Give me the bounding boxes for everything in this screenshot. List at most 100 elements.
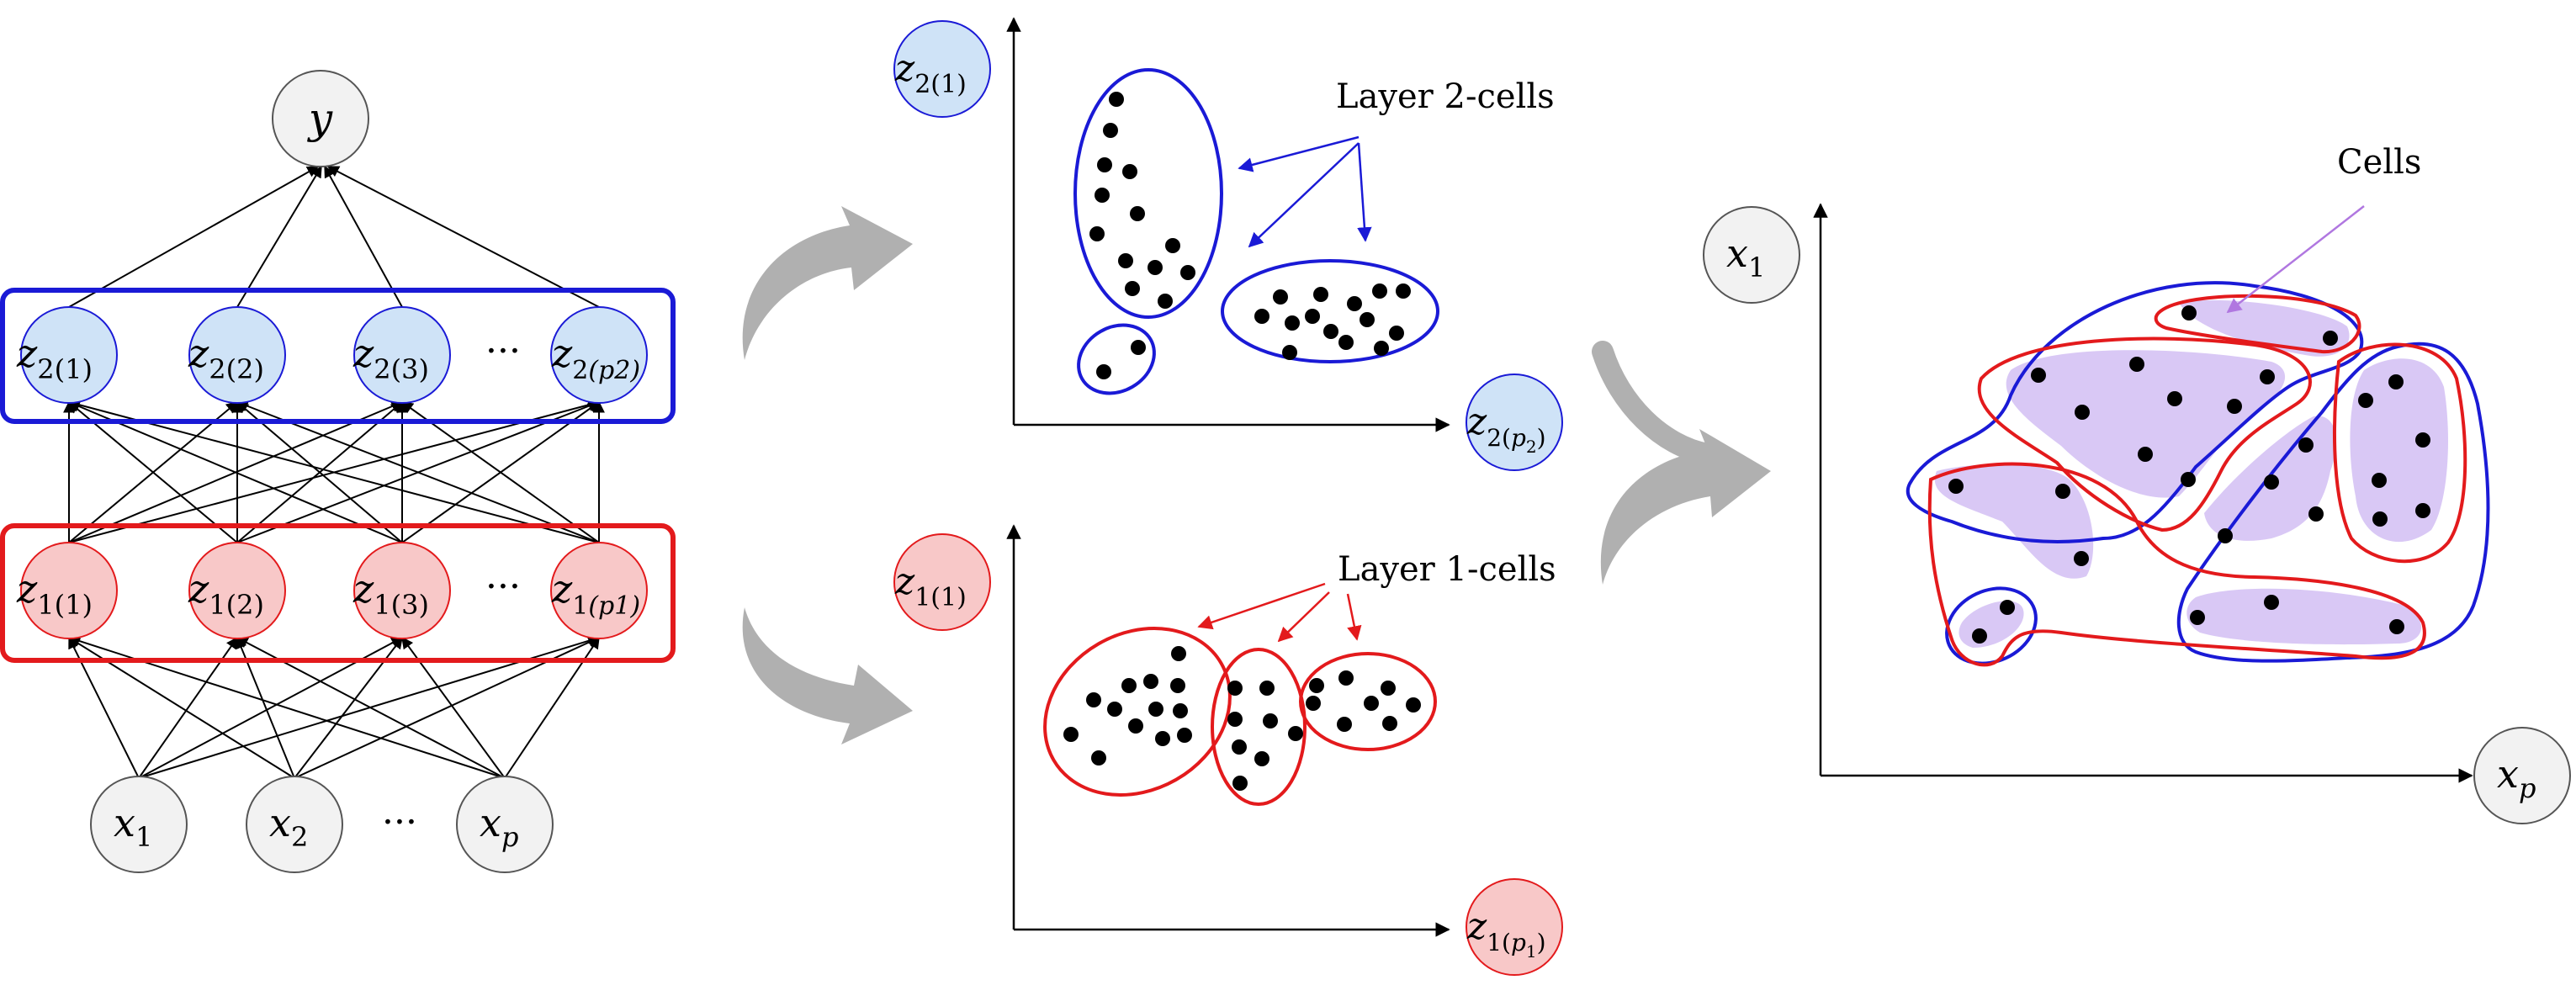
layer1-node-2-base: z xyxy=(188,566,209,612)
neural-network: y z2(1) z2(2) z2(3) ··· z2(p2) xyxy=(0,70,676,873)
svg-text:z2(1): z2(1) xyxy=(16,331,93,385)
layer1-node-2: z1(2) xyxy=(188,542,286,639)
combined-points xyxy=(1948,305,2430,644)
layer2-to-output-edges xyxy=(68,165,600,308)
svg-text:z2(3): z2(3) xyxy=(352,331,429,385)
layer2-box xyxy=(0,288,676,424)
layer2-node-2: z2(2) xyxy=(188,306,286,404)
layer2-node-1: z2(1) xyxy=(16,306,118,404)
layer2-node-p2-base: z xyxy=(551,331,573,376)
cell-left xyxy=(1934,464,2094,579)
layer1-to-layer2-edges xyxy=(63,399,605,543)
layer2-region-right xyxy=(2176,342,2490,663)
layer2-ellipsis: ··· xyxy=(485,330,521,373)
layer2-node-p2-sub: 2 xyxy=(572,356,588,385)
layer2-cell-left xyxy=(1073,68,1223,319)
input-node-x1: x1 xyxy=(90,776,188,873)
layer1-box xyxy=(0,523,676,663)
layer2-node-3-index: (3) xyxy=(391,353,429,385)
layer1-region-lower xyxy=(1927,462,2426,667)
combined-y-axis-node: x1 xyxy=(1703,206,1800,304)
svg-text:z1(1): z1(1) xyxy=(16,566,93,621)
layer2-node-1-sub: 2 xyxy=(37,353,54,385)
layer2-cell-small xyxy=(1077,323,1156,395)
svg-text:x1: x1 xyxy=(114,800,152,853)
layer1-node-p1: z1(p1) xyxy=(550,542,648,639)
combined-layer1-outlines xyxy=(1927,294,2467,667)
layer1-cell-middle xyxy=(1211,648,1307,806)
layer2-cell-right xyxy=(1221,259,1439,363)
cell-right xyxy=(2350,358,2448,543)
combined-x-axis-node: xp xyxy=(2473,727,2571,824)
layer2-x-axis-node: z2(p2) xyxy=(1466,374,1563,471)
layer1-node-1-base: z xyxy=(16,566,38,612)
transition-arrows xyxy=(742,206,1771,744)
input-node-x2: x2 xyxy=(246,776,343,873)
layer1-points xyxy=(1063,646,1421,791)
layer1-node-3-sub: 1 xyxy=(374,589,390,621)
svg-text:z2(2): z2(2) xyxy=(188,331,264,385)
input-ellipsis: ··· xyxy=(382,801,417,844)
layer1-annotation-arrows xyxy=(1197,582,1362,643)
arrow-to-layer2-plot xyxy=(742,206,913,360)
layer1-node-p1-sub: 1 xyxy=(572,591,588,621)
layer2-points xyxy=(1089,92,1411,379)
layer2-node-3: z2(3) xyxy=(352,306,451,404)
layer1-x-axis-node: z1(p1) xyxy=(1466,878,1563,976)
layer2-y-axis-node: z2(1) xyxy=(893,20,991,118)
output-node-label: y xyxy=(307,94,333,143)
layer2-node-1-base: z xyxy=(16,331,38,376)
svg-text:z1(3): z1(3) xyxy=(352,566,429,621)
input-node-x2-sub: 2 xyxy=(291,821,308,853)
svg-text:z2(p2): z2(p2) xyxy=(551,331,640,385)
layer1-node-2-sub: 1 xyxy=(209,589,225,621)
cell-bottom xyxy=(2186,588,2422,645)
arrow-to-layer1-plot xyxy=(742,607,913,744)
layer2-annotation-arrows xyxy=(1238,135,1372,248)
combined-y-axis-label: x1 xyxy=(1726,230,1765,283)
layer2-annotation: Layer 2-cells xyxy=(1336,77,1555,116)
cells-annotation-arrow xyxy=(2226,205,2365,314)
layer1-node-3-index: (3) xyxy=(391,589,429,621)
layer1-region-top xyxy=(2154,294,2361,354)
layer2-node-2-index: (2) xyxy=(226,353,264,385)
layer1-region-upper-left xyxy=(1977,336,2312,532)
layer2-node-2-sub: 2 xyxy=(209,353,225,385)
input-node-xp: xp xyxy=(456,776,554,873)
layer1-cells-plot: z1(1) z1(p1) Layer 1-cells xyxy=(893,524,1563,976)
layer1-node-1: z1(1) xyxy=(16,542,118,639)
output-node-y: y xyxy=(272,70,369,167)
layer2-node-p2-index: (p2) xyxy=(588,356,640,385)
svg-text:z1(2): z1(2) xyxy=(188,566,264,621)
layer2-node-3-sub: 2 xyxy=(374,353,390,385)
layer1-ellipsis: ··· xyxy=(485,565,521,608)
layer2-node-1-index: (1) xyxy=(55,353,93,385)
layer2-node-p2: z2(p2) xyxy=(550,306,648,404)
cells-annotation: Cells xyxy=(2337,143,2421,182)
layer1-node-1-sub: 1 xyxy=(37,589,54,621)
layer1-node-p1-index: (p1) xyxy=(588,591,640,621)
cell-top xyxy=(2179,299,2350,357)
layer2-region-upper-left xyxy=(1906,281,2364,543)
combined-cells-plot: x1 xp xyxy=(1703,143,2571,824)
arrow-merge-upper xyxy=(1592,341,1719,465)
input-node-xp-sub: p xyxy=(501,821,518,853)
arrow-to-combined-plot xyxy=(1600,429,1771,585)
layer1-cell-right xyxy=(1299,652,1437,751)
layer1-region-right xyxy=(2333,342,2467,564)
layer1-cell-left xyxy=(1043,627,1232,797)
layer1-node-p1-base: z xyxy=(551,566,573,612)
layer1-annotation: Layer 1-cells xyxy=(1338,550,1556,589)
layer2-node-3-base: z xyxy=(352,331,374,376)
layer1-node-2-index: (2) xyxy=(226,589,264,621)
layer2-region-small xyxy=(1945,586,2038,665)
layer2-node-2-base: z xyxy=(188,331,209,376)
svg-text:z1(p1): z1(p1) xyxy=(551,566,640,621)
layer1-node-3: z1(3) xyxy=(352,542,451,639)
cell-upper-left xyxy=(2006,350,2286,498)
input-node-x1-sub: 1 xyxy=(135,821,152,853)
layer1-node-3-base: z xyxy=(352,566,374,612)
layer2-cells-plot: z2(1) z2(p2) Layer 2-cells xyxy=(893,17,1563,471)
layer1-node-1-index: (1) xyxy=(55,589,93,621)
